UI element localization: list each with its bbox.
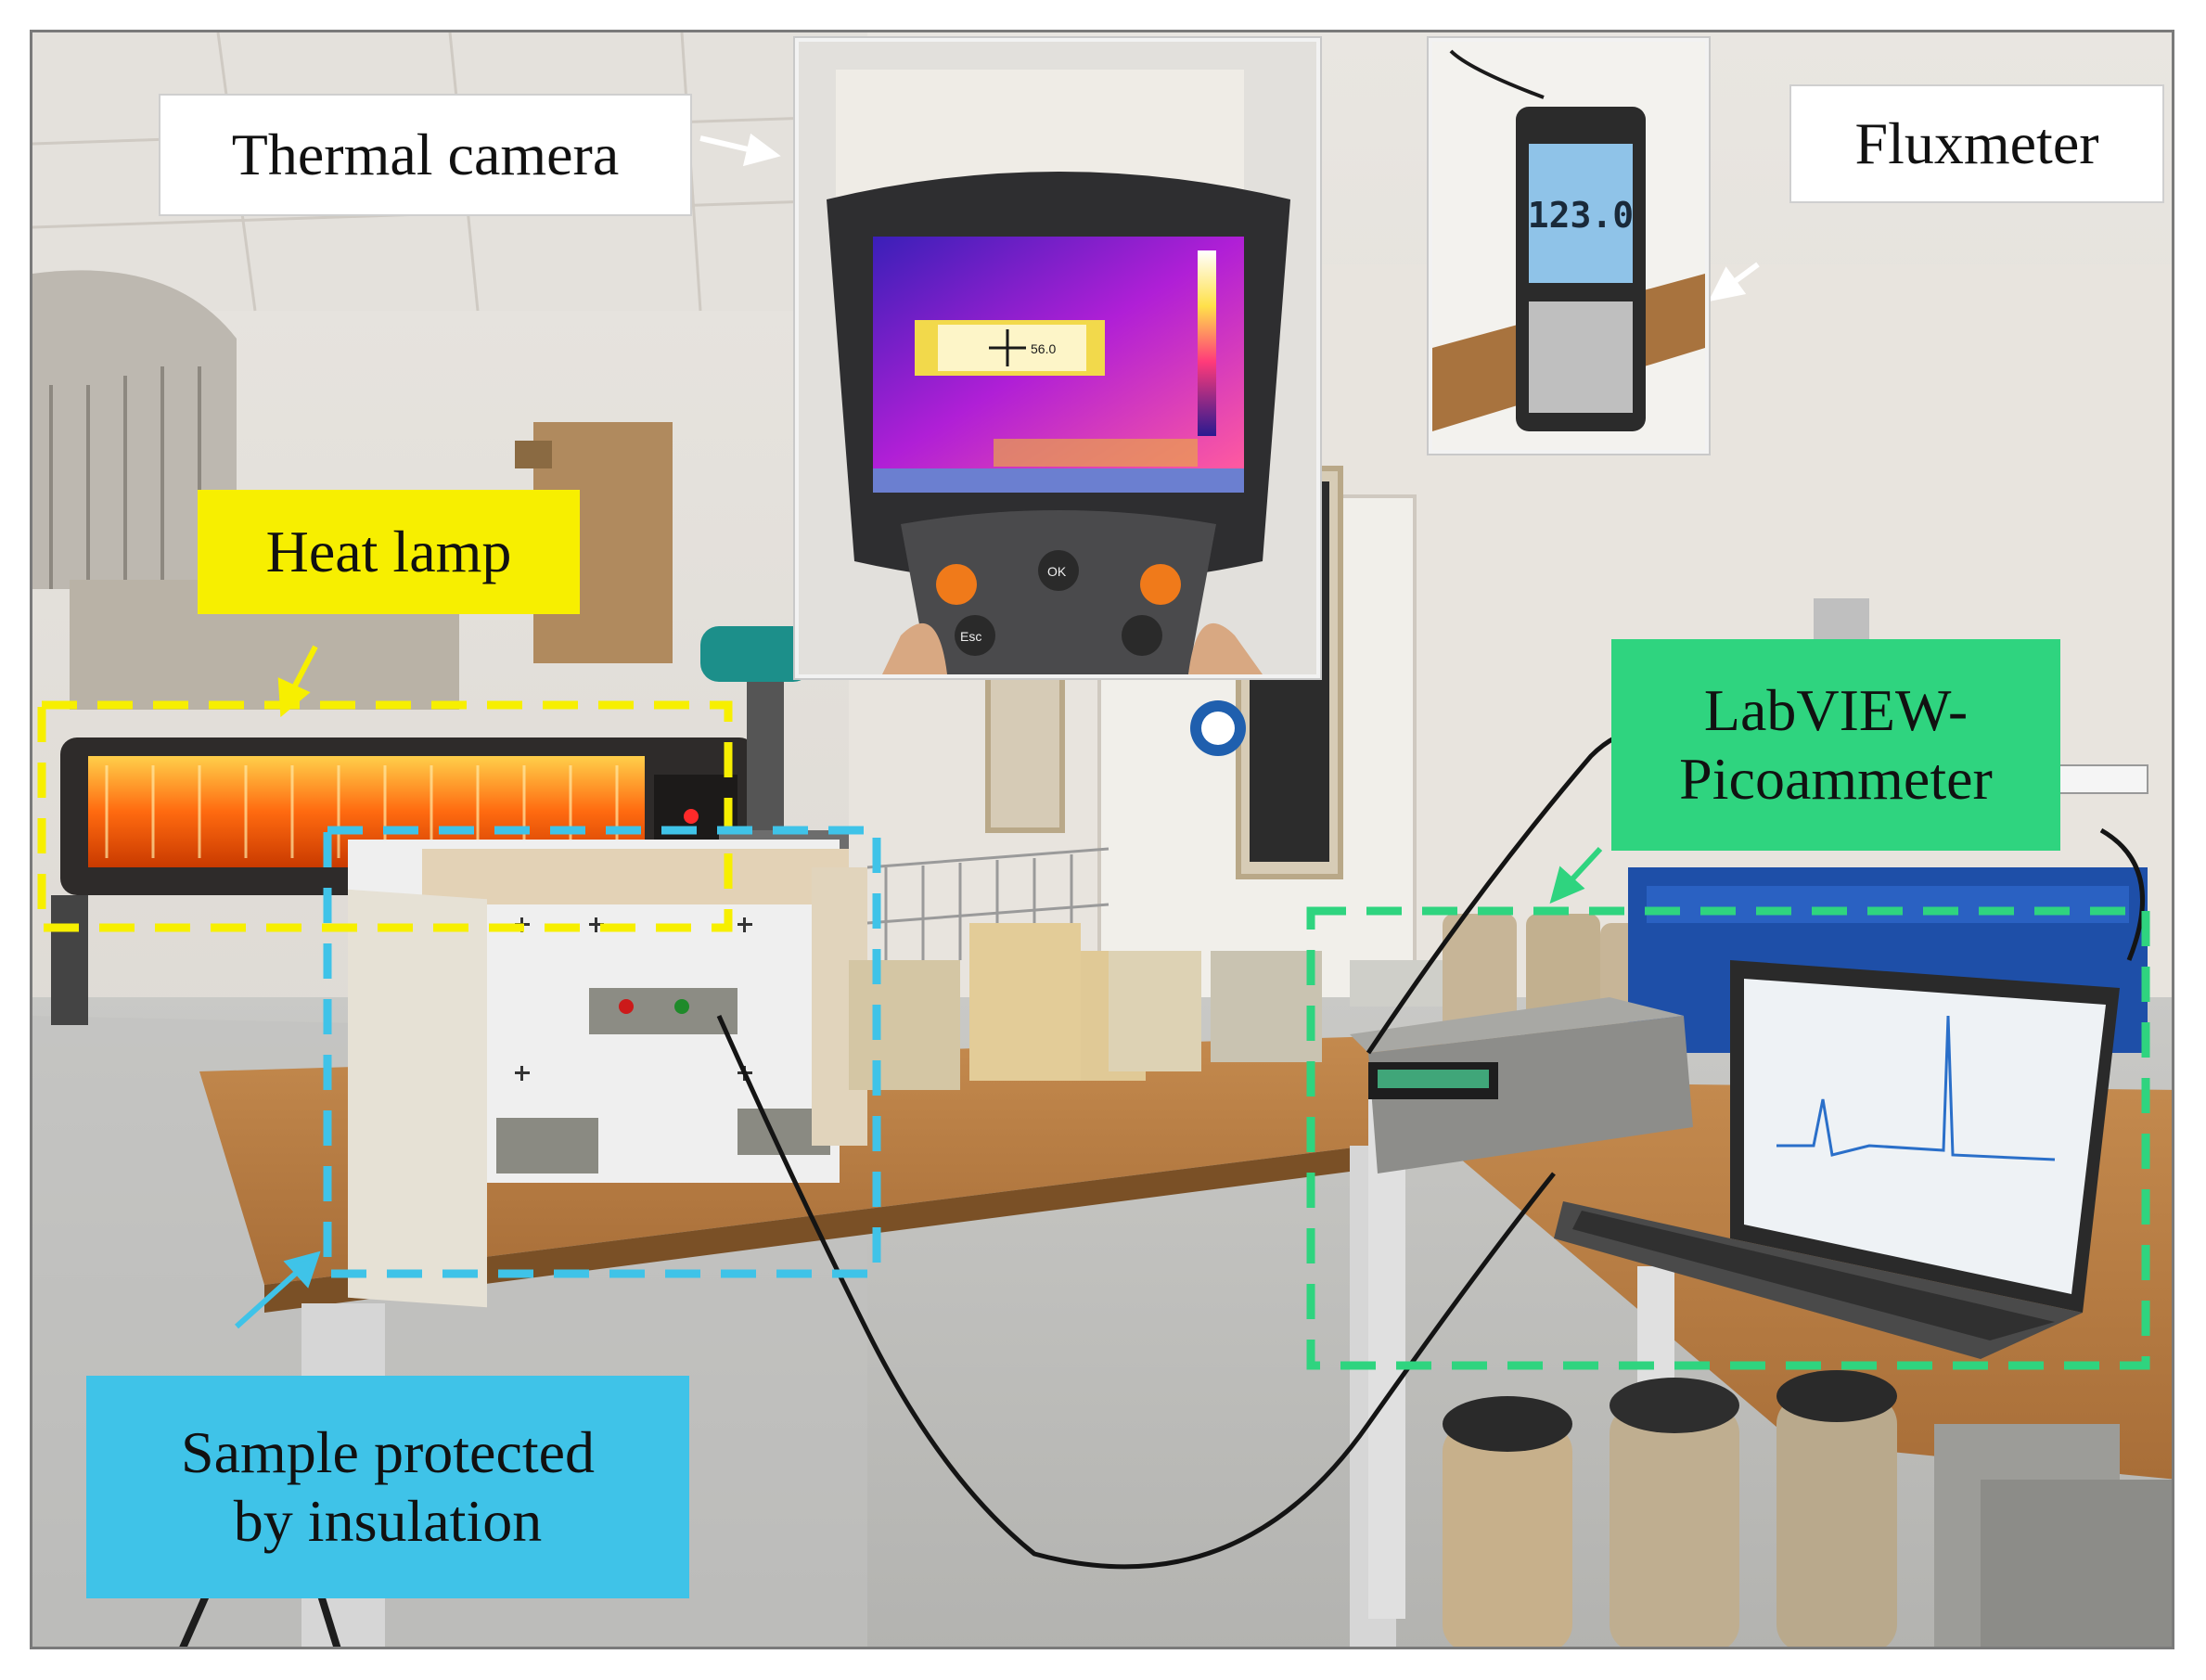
thermal-camera-inset: 56.0 OK Esc (795, 38, 1320, 678)
photo-frame: 56.0 OK Esc 123.0 Thermal camera (30, 30, 2174, 1649)
label-sample-protected: Sample protected by insulation (86, 1376, 689, 1598)
thermal-camera-image: 56.0 OK Esc (799, 42, 1316, 674)
fluxmeter-reading: 123.0 (1528, 195, 1634, 236)
label-fluxmeter-text: Fluxmeter (1854, 110, 2099, 177)
label-thermal-camera-text: Thermal camera (231, 122, 620, 188)
label-sample-line2: by insulation (233, 1488, 543, 1554)
heat-lamp-dashed-box (37, 700, 733, 932)
label-heat-lamp-text: Heat lamp (265, 519, 512, 585)
labview-arrow (1549, 846, 1603, 904)
camera-ok-button: OK (1047, 564, 1067, 579)
camera-readout: 56.0 (1031, 341, 1056, 356)
label-sample-line1: Sample protected (180, 1419, 596, 1486)
fluxmeter-arrow (1708, 262, 1760, 302)
label-labview-line1: LabVIEW- (1703, 677, 1969, 744)
thermal-camera-arrow (699, 133, 781, 167)
label-fluxmeter: Fluxmeter (1789, 84, 2164, 203)
sample-arrow (234, 1250, 321, 1329)
label-labview-line2: Picoammeter (1679, 746, 1993, 812)
label-heat-lamp: Heat lamp (198, 490, 580, 614)
camera-esc-button: Esc (960, 629, 981, 644)
labview-dashed-box (1306, 906, 2150, 1370)
fluxmeter-image: 123.0 (1432, 42, 1705, 450)
label-labview-picoammeter: LabVIEW- Picoammeter (1611, 639, 2060, 851)
fluxmeter-inset: 123.0 (1429, 38, 1709, 454)
heat-lamp-arrow (277, 645, 318, 718)
label-thermal-camera: Thermal camera (159, 94, 692, 216)
